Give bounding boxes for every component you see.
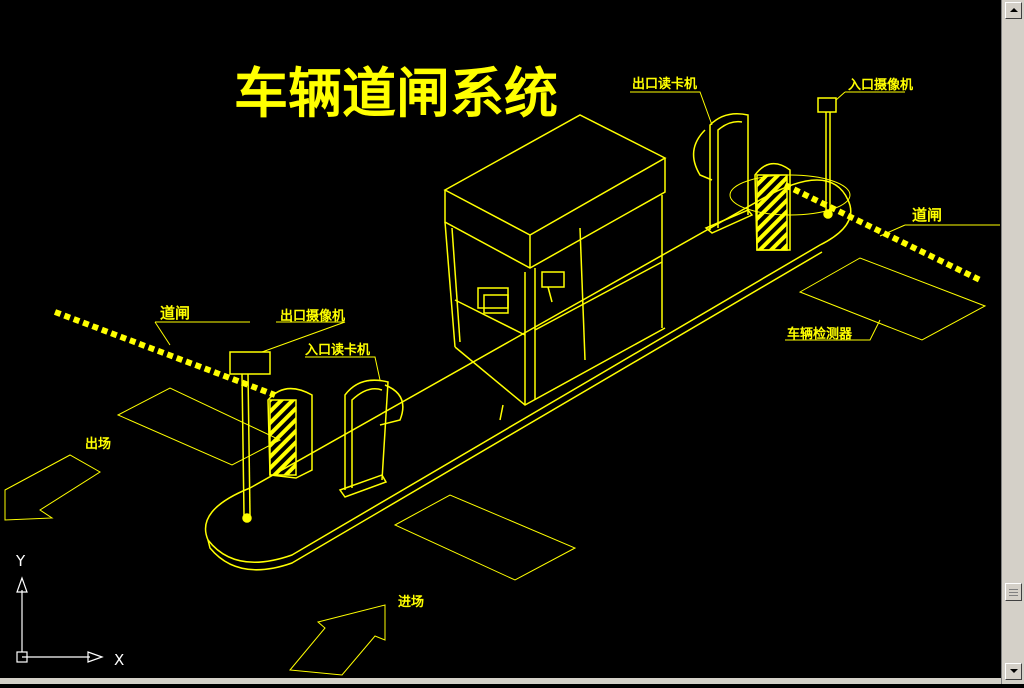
leader-lines	[154, 91, 1000, 381]
label-exit-camera: 出口摄像机	[280, 308, 345, 324]
ucs-x-label: X	[114, 651, 124, 669]
vehicle-detector-loop-front	[393, 494, 577, 581]
ucs-y-label: Y	[15, 552, 26, 570]
label-vehicle-detector: 车辆检测器	[787, 326, 853, 342]
traffic-island	[204, 179, 852, 571]
label-entry-camera: 入口摄像机	[848, 77, 913, 93]
exit-camera	[229, 351, 271, 523]
scroll-thumb[interactable]	[1005, 583, 1022, 601]
exit-direction-arrow	[4, 454, 101, 521]
toll-booth	[443, 114, 667, 406]
layout-tab-bar[interactable]	[0, 678, 1001, 684]
diagram-title: 车辆道闸系统	[234, 62, 558, 125]
label-entry-direction: 进场	[398, 595, 424, 610]
cad-drawing-canvas[interactable]: 车辆道闸系统	[0, 0, 1001, 684]
scroll-up-icon[interactable]	[1005, 2, 1022, 19]
vehicle-detector-loop-right	[798, 257, 987, 341]
barrier-gate-left	[53, 309, 313, 479]
barrier-gate-right	[729, 162, 982, 283]
entry-camera	[817, 97, 837, 219]
label-barrier-left: 道闸	[160, 304, 190, 322]
label-exit-direction: 出场	[85, 436, 111, 452]
entry-card-reader	[338, 379, 404, 498]
ucs-axis-icon: Y X	[15, 552, 124, 669]
label-entry-card-reader: 入口读卡机	[305, 342, 370, 358]
scroll-down-icon[interactable]	[1005, 663, 1022, 680]
exit-card-reader	[692, 113, 754, 234]
entry-direction-arrow	[289, 604, 386, 676]
vehicle-detector-loop-left	[116, 387, 282, 466]
vertical-scrollbar[interactable]	[1001, 0, 1024, 684]
label-barrier-right: 道闸	[912, 206, 942, 224]
label-exit-card-reader: 出口读卡机	[632, 76, 697, 92]
diagram-svg: 车辆道闸系统	[4, 62, 1000, 676]
